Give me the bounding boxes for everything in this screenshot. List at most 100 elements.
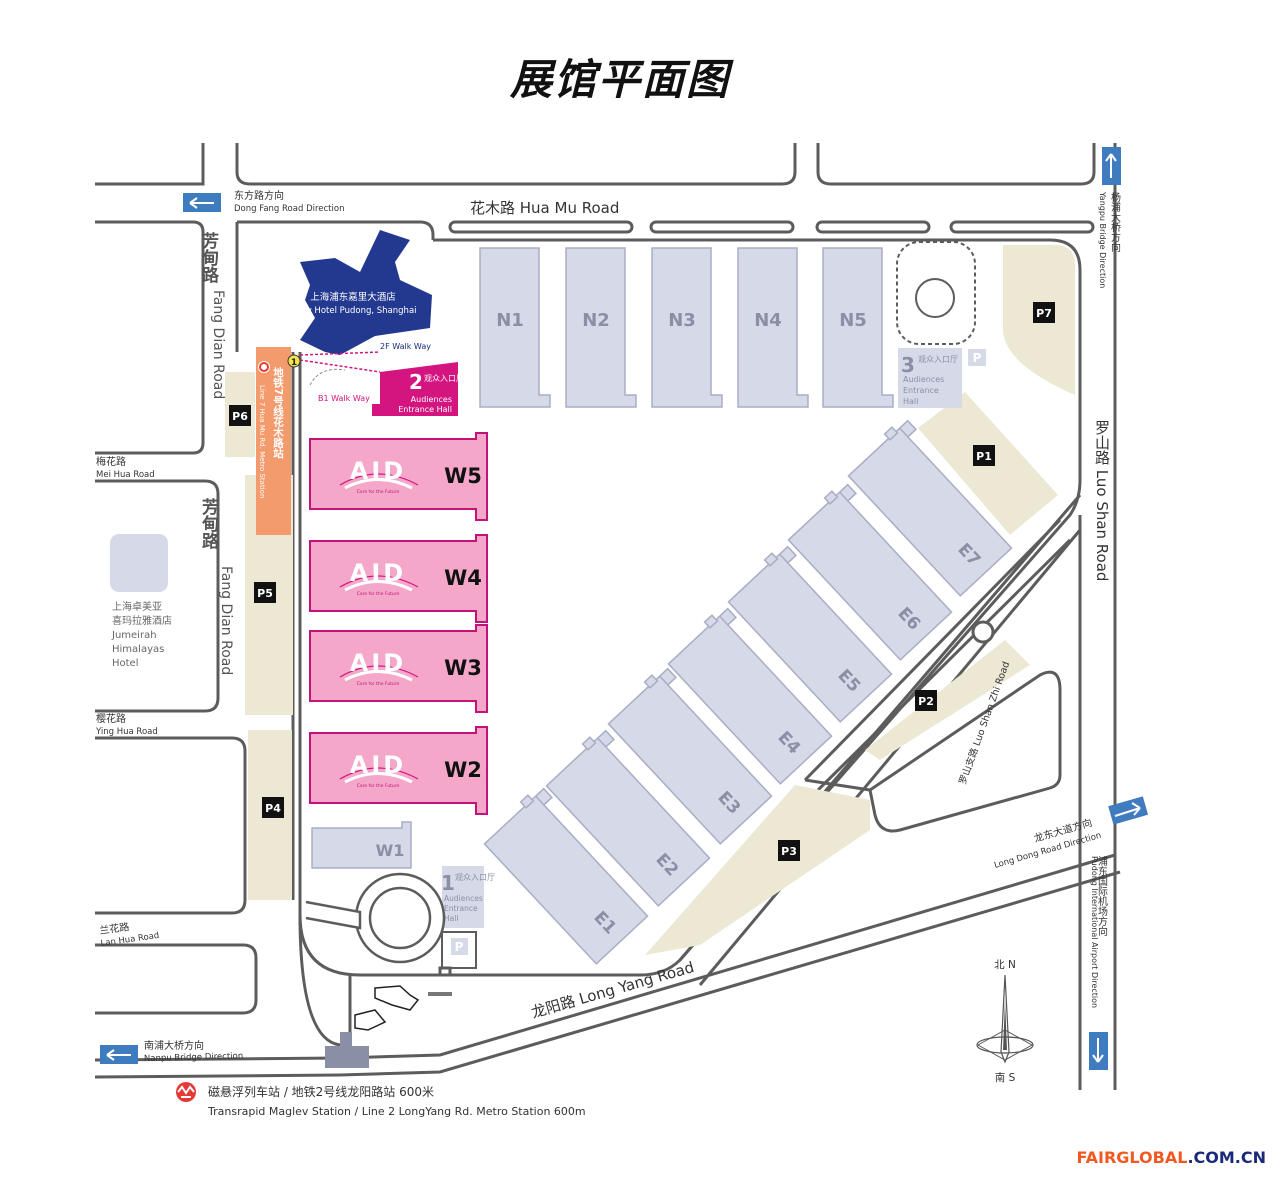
- parking-p7[interactable]: P7: [1036, 307, 1052, 320]
- hall-n5-label: N5: [839, 310, 867, 331]
- ying-hua-en: Ying Hua Road: [95, 727, 158, 737]
- bottom-metro-cn: 磁悬浮列车站 / 地铁2号线龙阳路站 600米: [208, 1084, 434, 1099]
- hall-e3[interactable]: E3: [604, 664, 779, 845]
- entrance-2-number: 2: [409, 370, 423, 394]
- nanpu-cn: 南浦大桥方向: [144, 1039, 204, 1052]
- entrance-1-cn: 观众入口厅: [455, 873, 495, 882]
- hall-w2-label: W2: [444, 758, 482, 782]
- compass-south: 南 S: [995, 1071, 1016, 1084]
- parking-small-n-label: P: [973, 351, 982, 365]
- parking-p4[interactable]: P4: [265, 802, 281, 815]
- hall-n2-label: N2: [582, 310, 610, 331]
- footer-brand-part2: .COM.CN: [1187, 1148, 1266, 1167]
- walkway-b1: B1 Walk Way: [318, 394, 370, 403]
- dong-fang-cn: 东方路方向: [234, 189, 284, 202]
- metro-entrance-bottom: [325, 1046, 369, 1068]
- entrance-3-number: 3: [901, 353, 915, 377]
- hotel-name-en: Kerry Hotel Pudong, Shanghai: [289, 306, 416, 316]
- hotel-name-cn: 上海浦东嘉里大酒店: [310, 291, 396, 303]
- parking-small-s: [451, 938, 468, 955]
- kerry-hotel-building: [300, 230, 432, 355]
- hua-mu-road-label: 花木路 Hua Mu Road: [470, 199, 619, 217]
- metro-line7-station[interactable]: [256, 347, 291, 535]
- entrance-2-en2: Entrance Hall: [398, 405, 452, 414]
- compass-icon: [976, 974, 1034, 1064]
- aid-logo-text: AID: [350, 751, 406, 779]
- aid-logo-tagline: Care for the Future: [357, 489, 400, 495]
- parking-p2[interactable]: P2: [918, 695, 934, 708]
- hall-e2[interactable]: E2: [542, 726, 717, 907]
- nanpu-en: Nanpu Bridge Direction: [144, 1051, 243, 1064]
- hall-e6[interactable]: E6: [784, 480, 959, 661]
- hall-e5[interactable]: E5: [724, 542, 899, 723]
- hall-w1-label: W1: [376, 841, 405, 860]
- bottom-metro-en: Transrapid Maglev Station / Line 2 LongY…: [207, 1105, 586, 1118]
- entrance-2-cn: 观众入口厅: [424, 374, 464, 383]
- parking-small-s-label: P: [455, 940, 464, 954]
- jumeirah-hotel[interactable]: [110, 534, 168, 592]
- entrance-hall-2[interactable]: [372, 362, 458, 416]
- hall-n4-label: N4: [754, 310, 782, 331]
- hall-e1[interactable]: E1: [480, 784, 655, 965]
- jumeirah-cn2: 喜玛拉雅酒店: [112, 614, 172, 627]
- entrance-3-loop: [896, 241, 976, 345]
- entrance-3-en2: Entrance: [903, 386, 939, 395]
- parking-p5[interactable]: P5: [257, 587, 273, 600]
- aid-logo-icon: [339, 665, 419, 682]
- hall-n3-label: N3: [668, 310, 696, 331]
- entrance-hall-1[interactable]: [442, 866, 484, 928]
- aid-logo-text: AID: [350, 649, 406, 677]
- roundabout-inner: [368, 886, 432, 950]
- hall-n2[interactable]: [565, 247, 637, 408]
- aid-logo-tagline: Care for the Future: [357, 681, 400, 687]
- entrance-1-en1: Audiences: [444, 894, 483, 903]
- metro-icon-bottom: [176, 1082, 196, 1102]
- footer-brand[interactable]: FAIRGLOBAL.COM.CN: [1077, 1148, 1266, 1167]
- road-network: [94, 143, 1121, 1090]
- yangpu-cn: 杨浦大桥方向: [1109, 191, 1121, 252]
- entrance-1-en3: Hall: [444, 914, 458, 923]
- jumeirah-en3: Hotel: [112, 658, 139, 669]
- hall-e4[interactable]: E4: [664, 604, 839, 785]
- page-title: 展馆平面图: [509, 55, 730, 104]
- entrance-3-roundabout: [915, 278, 955, 318]
- hall-w1[interactable]: [311, 821, 412, 869]
- hall-e7[interactable]: E7: [844, 416, 1019, 597]
- aid-logo-tagline: Care for the Future: [357, 591, 400, 597]
- hall-n3[interactable]: [651, 247, 723, 408]
- hall-n5[interactable]: [822, 247, 894, 408]
- entrance-hall-3[interactable]: [898, 348, 962, 408]
- entrance-2-en1: Audiences: [411, 395, 452, 404]
- walkway-2f: 2F Walk Way: [380, 342, 431, 351]
- hall-n4[interactable]: [737, 247, 809, 408]
- aid-logo-tagline: Care for the Future: [357, 783, 400, 789]
- metro-station-en: Line 7 Hua Mu Rd. Metro Station: [258, 385, 266, 498]
- metro-icon: [258, 361, 270, 373]
- parking-p1[interactable]: P1: [976, 450, 992, 463]
- fang-dian-cn-mid: 芳甸路: [198, 497, 220, 550]
- mei-hua-en: Mei Hua Road: [96, 470, 155, 480]
- hall-n1-label: N1: [496, 310, 524, 331]
- parking-p3[interactable]: P3: [781, 845, 797, 858]
- parking-small-n: [968, 349, 986, 366]
- airport-cn: 浦东国际机场方向: [1096, 855, 1108, 936]
- hall-w5-label: W5: [444, 464, 482, 488]
- lan-hua-cn: 兰花路: [99, 920, 131, 937]
- bottom-building-a: [374, 985, 420, 1011]
- luo-shan-road-label: 罗山路 Luo Shan Road: [1093, 420, 1111, 581]
- parking-p6[interactable]: P6: [232, 410, 248, 423]
- fang-dian-en-mid: Fang Dian Road: [218, 566, 234, 675]
- entrance-3-cn: 观众入口厅: [918, 355, 958, 364]
- airport-en: Pudong International Airport Direction: [1090, 856, 1099, 1008]
- jumeirah-en1: Jumeirah: [111, 630, 157, 641]
- entrance-3-en3: Hall: [903, 397, 918, 406]
- metro-exit-marker[interactable]: [287, 354, 301, 368]
- mei-hua-cn: 梅花路: [96, 455, 126, 468]
- north-halls: N1 N2 N3 N4 N5: [479, 247, 894, 408]
- parking-labels: P7 P1 P6 P5 P2 P4 P3: [229, 302, 1055, 861]
- hall-n1[interactable]: [479, 247, 551, 408]
- aid-logo-text: AID: [350, 559, 406, 587]
